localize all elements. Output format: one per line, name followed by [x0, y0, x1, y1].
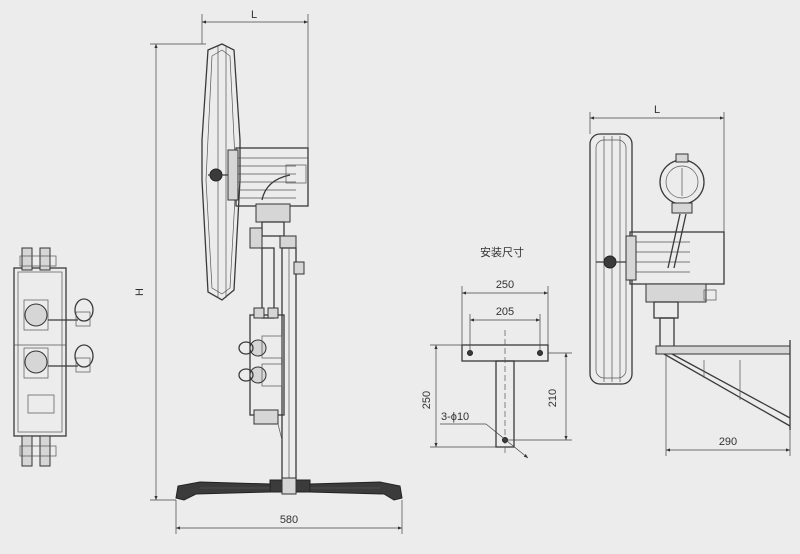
standing-fan-view: [175, 43, 403, 501]
dim-label-bracket-250: 250: [496, 279, 514, 291]
dim-label-290: 290: [719, 436, 737, 448]
dim-label-holes: 3-ϕ10: [441, 411, 469, 423]
dim-label-base-580: 580: [280, 514, 298, 526]
dim-label-L-standing: L: [251, 9, 257, 21]
dim-label-bracket-205: 205: [496, 306, 514, 318]
wall-fan-view: [589, 133, 791, 430]
standing-fan-dimensions: L H 580: [134, 9, 403, 534]
control-box-view: [13, 247, 94, 467]
install-title: 安装尺寸: [480, 245, 524, 259]
dim-label-bracket-height-250: 250: [421, 391, 433, 409]
dim-label-H: H: [134, 288, 146, 296]
dim-label-bracket-210: 210: [547, 389, 559, 407]
install-bracket-view: 安装尺寸 250 205 250 210 3-ϕ10: [421, 245, 572, 459]
wall-fan-dimensions: L 290: [589, 104, 791, 456]
dim-label-L-wall: L: [654, 104, 660, 116]
